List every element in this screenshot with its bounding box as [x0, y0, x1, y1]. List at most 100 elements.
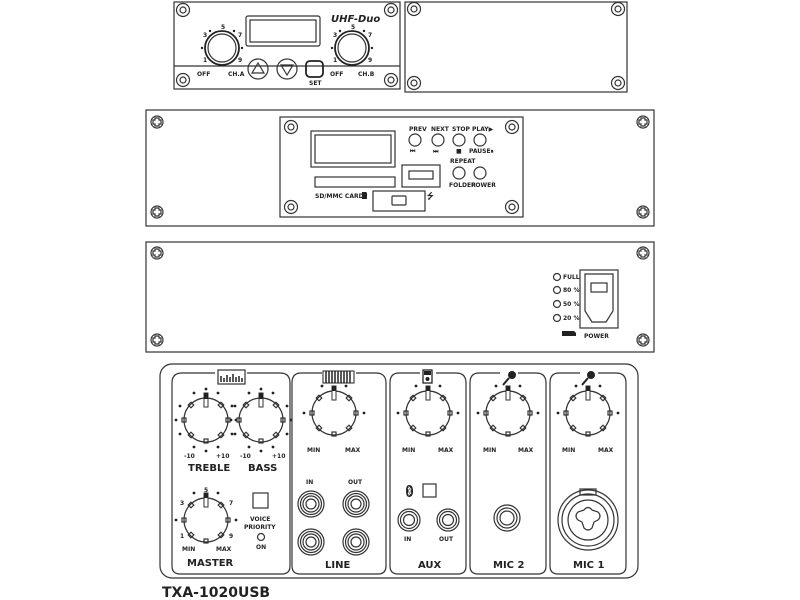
line-in-jack-1[interactable]: [297, 490, 325, 518]
screw-icon: [610, 75, 626, 91]
bass-knob[interactable]: [229, 387, 293, 453]
screw-icon: [175, 72, 191, 88]
power-switch[interactable]: [579, 269, 619, 329]
treble-max-label: +10: [216, 453, 229, 460]
line-section: MIN MAX IN OUT LINE: [291, 370, 387, 575]
mic2-jack[interactable]: [493, 504, 521, 532]
mic2-min-label: MIN: [483, 447, 496, 454]
player-rack-panel: [145, 109, 655, 227]
microphone-icon: [502, 371, 516, 386]
repeat-folder-button[interactable]: [452, 166, 466, 180]
power-panel: FULL 80 % 50 % 20 % POWER: [145, 241, 655, 353]
aux-in-jack[interactable]: [397, 508, 421, 532]
ch-b-scale-7: 7: [368, 32, 372, 39]
line-out-jack-1[interactable]: [342, 490, 370, 518]
aux-out-label: OUT: [439, 536, 454, 543]
mic1-label: MIC 1: [573, 560, 604, 571]
ch-b-scale-3: 3: [333, 32, 337, 39]
usb-door: [372, 190, 426, 212]
screw-icon: [150, 205, 164, 219]
battery-led-20: [552, 313, 562, 323]
screw-icon: [636, 333, 650, 347]
channel-a-knob[interactable]: [200, 29, 244, 66]
aux-min-label: MIN: [402, 447, 415, 454]
ch-a-scale-3: 3: [203, 32, 207, 39]
voice-label: VOICE: [250, 516, 270, 523]
screw-icon: [150, 115, 164, 129]
up-button[interactable]: [247, 58, 269, 80]
set-button[interactable]: [305, 60, 324, 78]
mic2-label: MIC 2: [493, 560, 524, 571]
line-label: LINE: [325, 560, 350, 571]
aux-out-jack[interactable]: [436, 508, 460, 532]
voice-priority-button[interactable]: [252, 492, 269, 509]
play-label: PLAY▶: [472, 126, 494, 133]
treble-knob[interactable]: [174, 387, 238, 453]
play-pause-button[interactable]: [473, 133, 487, 147]
next-label: NEXT: [431, 126, 450, 133]
stop-button[interactable]: [452, 133, 466, 147]
screw-icon: [610, 1, 626, 17]
screw-icon: [504, 119, 520, 135]
player-module: SD/MMC CARD ⭍ PREV NEXT STOP PLAY▶ ⏮ ⏭ ■…: [279, 116, 524, 218]
battery-20-label: 20 %: [563, 315, 579, 322]
ch-b-scale-5: 5: [351, 24, 355, 31]
treble-min-label: -10: [184, 453, 195, 460]
screw-icon: [406, 1, 422, 17]
screw-icon: [150, 333, 164, 347]
line-volume-knob[interactable]: [302, 384, 366, 437]
mixer-panel: -10 +10 TREBLE -10 +10 BASS 5 3 7 1 9 MI…: [159, 363, 639, 579]
down-button[interactable]: [276, 58, 298, 80]
brand-label: UHF-Duo: [331, 14, 380, 25]
line-in-jack-2[interactable]: [297, 528, 325, 556]
aux-volume-knob[interactable]: [396, 384, 460, 437]
screw-icon: [636, 246, 650, 260]
tone-master-section: -10 +10 TREBLE -10 +10 BASS 5 3 7 1 9 MI…: [171, 369, 293, 575]
bass-label: BASS: [248, 463, 277, 474]
screw-icon: [283, 199, 299, 215]
line-min-label: MIN: [307, 447, 320, 454]
master-scale-9: 9: [229, 533, 233, 540]
channel-b-knob[interactable]: [330, 29, 374, 66]
pause-label: PAUSE⏸: [469, 148, 494, 155]
ch-a-label: CH.A: [228, 71, 245, 78]
battery-full-label: FULL: [563, 274, 580, 281]
screw-icon: [636, 205, 650, 219]
mic1-volume-knob[interactable]: [555, 384, 621, 437]
sd-card-slot[interactable]: [314, 176, 396, 188]
repeat-label: REPEAT: [450, 158, 476, 165]
mic2-volume-knob[interactable]: [476, 384, 541, 437]
priority-label: PRIORITY: [244, 524, 276, 531]
ch-a-scale-5: 5: [221, 24, 225, 31]
voice-priority-on-label: ON: [256, 544, 266, 551]
mic1-min-label: MIN: [562, 447, 575, 454]
receiver-display: [245, 15, 321, 47]
prev-label: PREV: [409, 126, 427, 133]
sd-card-icon: [362, 192, 367, 199]
aux-max-label: MAX: [438, 447, 454, 454]
set-label: SET: [309, 80, 322, 87]
usb-port[interactable]: [401, 164, 441, 188]
battery-50-label: 50 %: [563, 301, 579, 308]
stop-icon: ■: [456, 148, 462, 155]
mic1-combo-jack[interactable]: [557, 488, 619, 551]
ch-b-label: CH.B: [358, 71, 375, 78]
bass-max-label: +10: [272, 453, 285, 460]
master-min-label: MIN: [182, 546, 195, 553]
screw-icon: [150, 246, 164, 260]
power-button[interactable]: [473, 166, 487, 180]
prev-button[interactable]: [408, 133, 422, 147]
line-out-jack-2[interactable]: [342, 528, 370, 556]
ch-a-scale-7: 7: [238, 32, 242, 39]
sd-card-label: SD/MMC CARD: [315, 193, 364, 200]
next-button[interactable]: [431, 133, 445, 147]
treble-label: TREBLE: [188, 463, 230, 474]
master-scale-7: 7: [229, 500, 233, 507]
aux-in-label: IN: [404, 536, 411, 543]
screw-icon: [383, 2, 399, 18]
bluetooth-pair-button[interactable]: [422, 483, 437, 498]
mic1-max-label: MAX: [598, 447, 614, 454]
master-scale-3: 3: [180, 500, 184, 507]
ch-a-off-label: OFF: [197, 71, 210, 78]
master-scale-1: 1: [180, 533, 184, 540]
